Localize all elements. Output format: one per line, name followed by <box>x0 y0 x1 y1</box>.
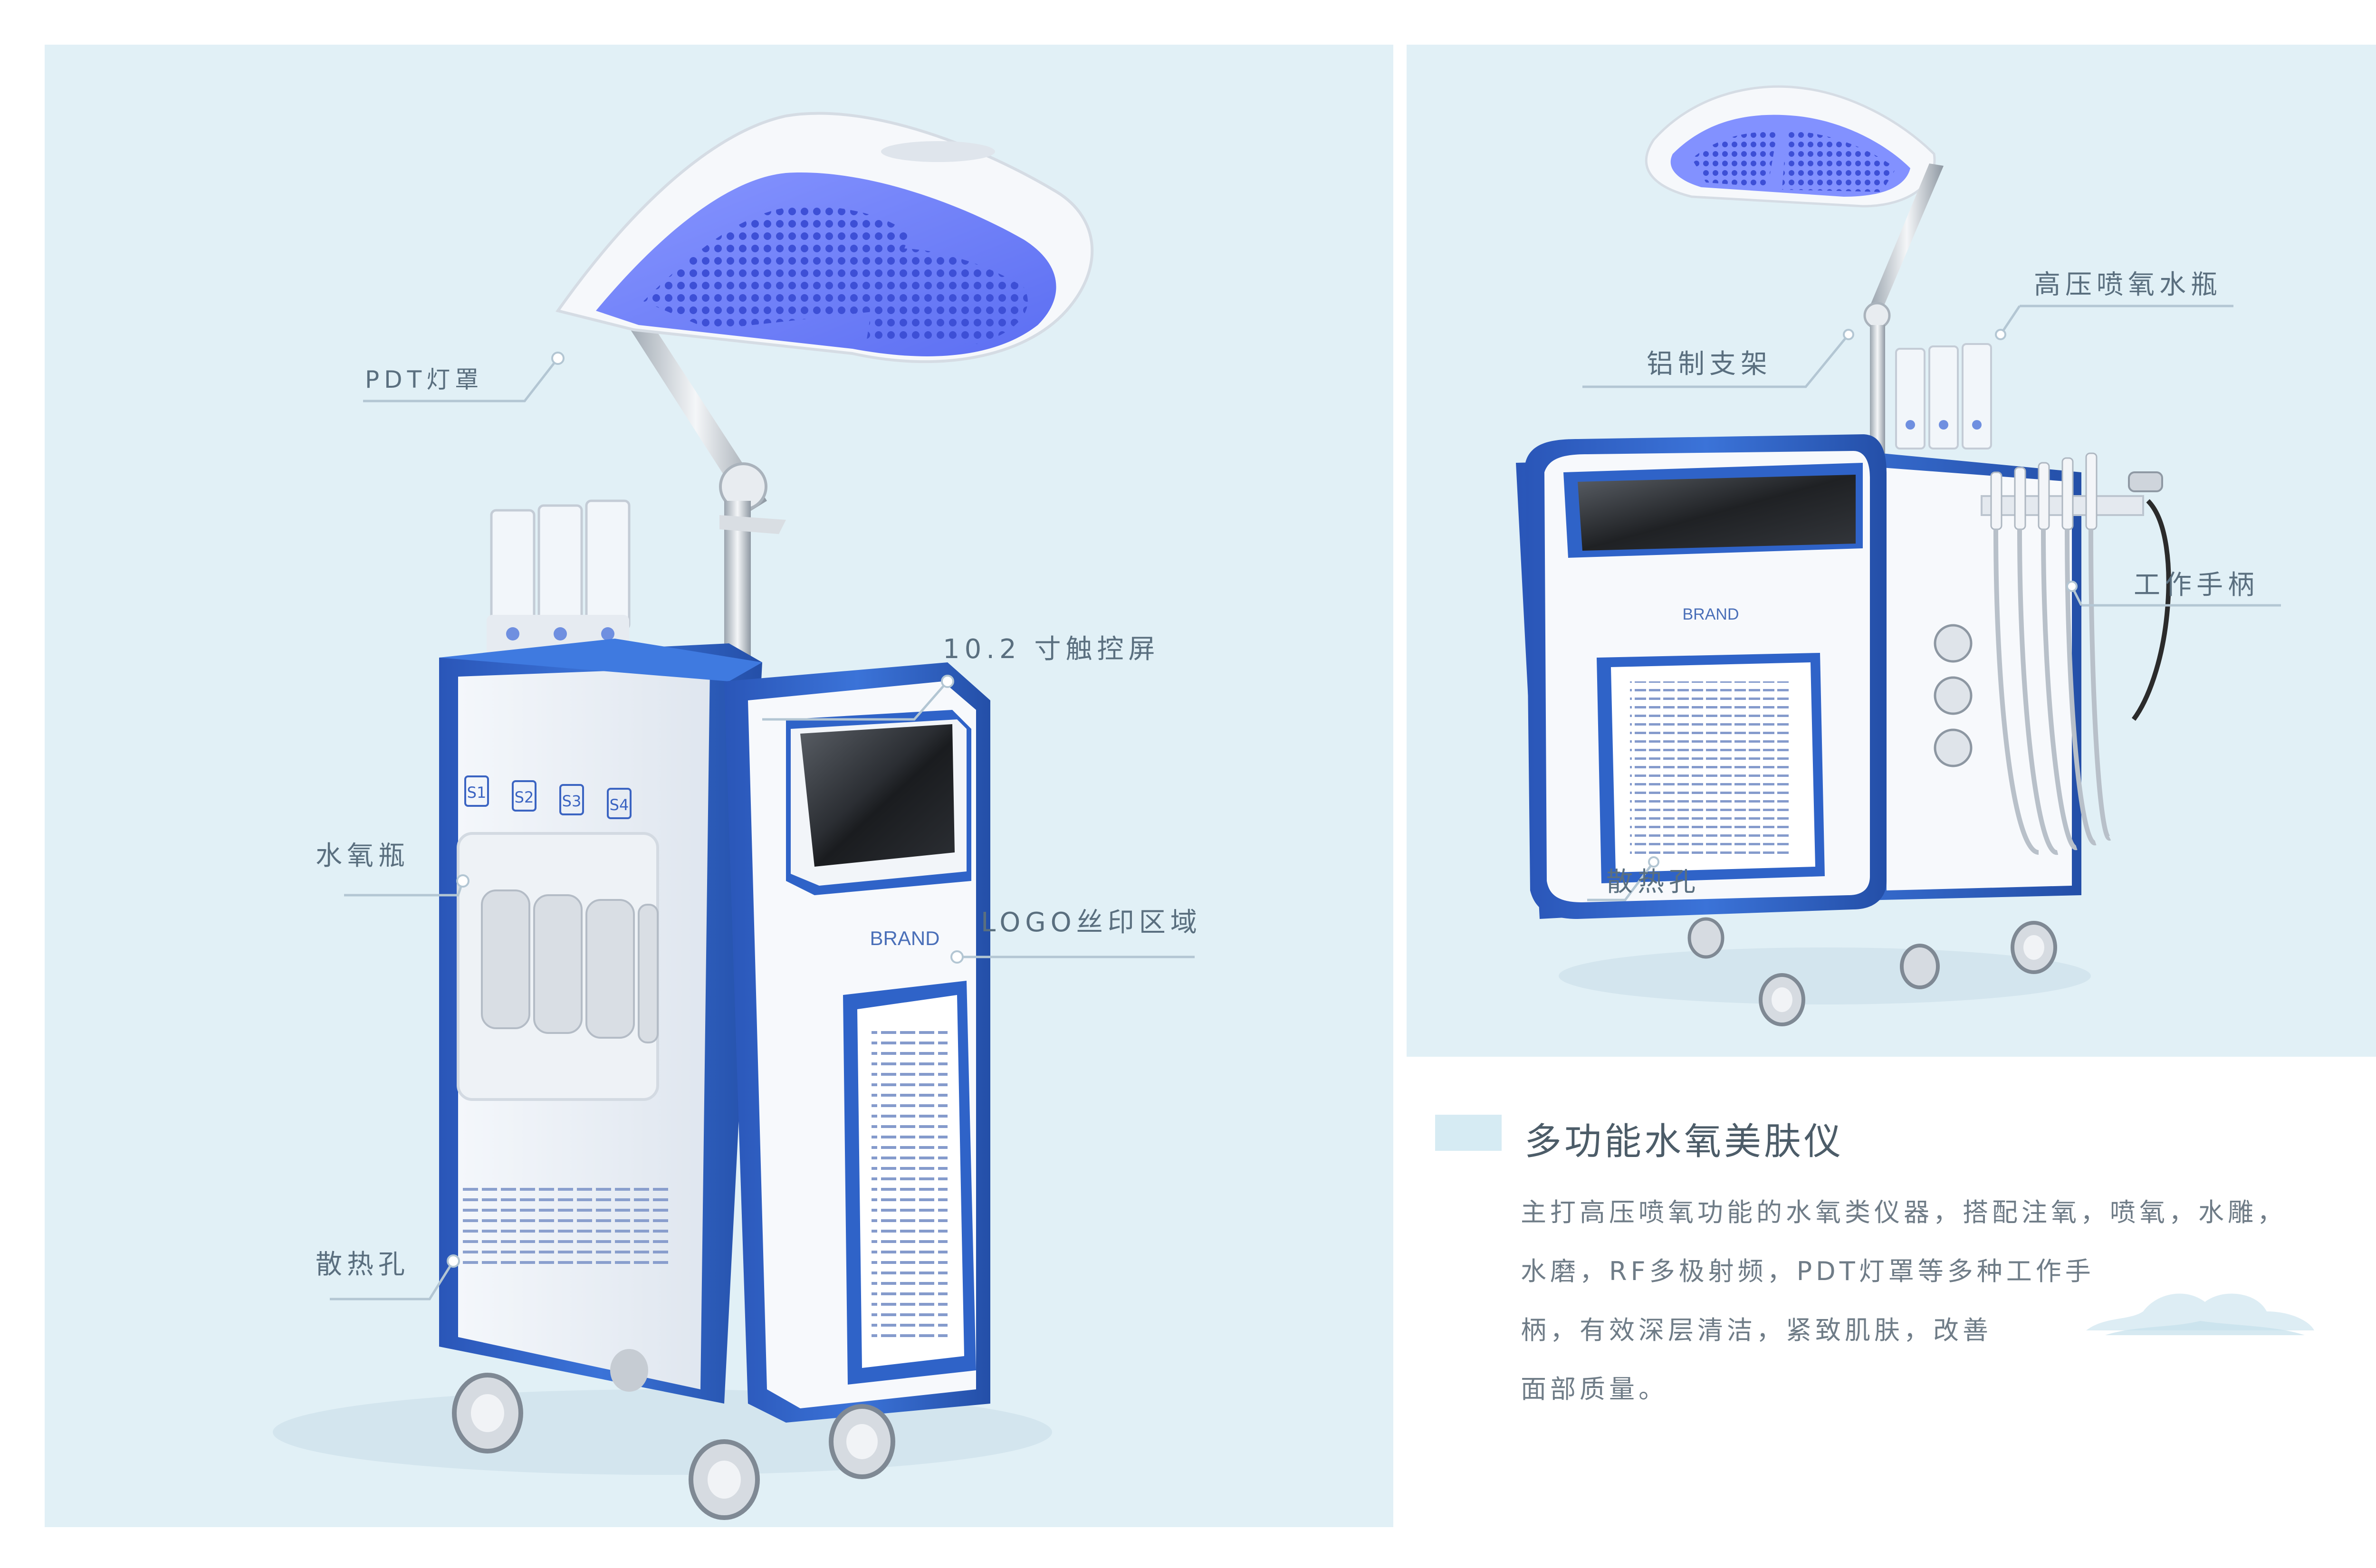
product-title: 多功能水氧美肤仪 <box>1524 1120 1844 1163</box>
decorative-cloud-icon <box>2086 1293 2314 1335</box>
callout-dots <box>447 352 964 1268</box>
bottle-tag-s4: S4 <box>610 796 629 814</box>
top-spray-bottles <box>487 499 631 658</box>
description-line-2: 水磨，RF多极射频，PDT灯罩等多种工作手 <box>1521 1256 2095 1286</box>
pdt-lamp-head <box>556 112 1094 363</box>
brand-logo-text-right: BRAND <box>1682 605 1739 623</box>
casters <box>452 1349 895 1520</box>
device-body-right: BRAND <box>1516 434 2081 919</box>
casters-right <box>1687 917 2057 1026</box>
bottle-tag-s1: S1 <box>467 784 487 802</box>
callout-dots-right <box>1648 329 2078 868</box>
brand-logo-text: BRAND <box>870 927 939 949</box>
pdt-arm <box>624 311 786 691</box>
label-aluminum-bracket: 铝制支架 <box>1647 349 1772 380</box>
label-pdt-cover: PDT灯罩 <box>365 366 484 393</box>
handpiece-rack <box>1981 452 2171 855</box>
label-logo-area: LOGO丝印区域 <box>981 907 1202 938</box>
touch-screen-right <box>1578 475 1856 551</box>
left-callout-lines <box>330 357 1195 1300</box>
label-touch-screen: 10.2 寸触控屏 <box>943 634 1160 665</box>
label-cooling-vent-left: 散热孔 <box>316 1249 410 1280</box>
label-water-oxygen-bottle: 水氧瓶 <box>316 841 410 871</box>
pdt-lamp-head-right <box>1645 85 1936 208</box>
bottle-tag-s3: S3 <box>562 792 582 810</box>
description-line-4: 面部质量。 <box>1521 1374 1668 1404</box>
label-cooling-vent-right: 散热孔 <box>1606 867 1700 898</box>
water-oxygen-bottles <box>481 889 659 1043</box>
right-product-panel: BRAND <box>1407 45 2376 1057</box>
description-line-1: 主打高压喷氧功能的水氧类仪器，搭配注氧，喷氧，水雕， <box>1521 1197 2287 1227</box>
bottle-tag-row: S1 S2 S3 S4 <box>464 775 632 819</box>
left-device-illustration: S1 S2 S3 S4 BRAND <box>273 112 1195 1520</box>
bottle-tag-s2: S2 <box>515 788 534 806</box>
description-line-3: 柄，有效深层清洁，紧致肌肤，改善 <box>1521 1315 1992 1345</box>
touch-screen-display <box>800 724 955 867</box>
title-accent-swatch <box>1435 1115 1502 1151</box>
right-device-illustration: BRAND <box>1516 85 2281 1026</box>
left-product-panel: S1 S2 S3 S4 BRAND <box>45 45 1393 1527</box>
label-handpiece: 工作手柄 <box>2134 570 2259 601</box>
front-console: BRAND <box>724 662 990 1423</box>
right-callout-lines <box>1582 305 2281 901</box>
label-high-pressure-bottle: 高压喷氧水瓶 <box>2034 269 2222 300</box>
product-description: 主打高压喷氧功能的水氧类仪器，搭配注氧，喷氧，水雕， 水磨，RF多极射频，PDT… <box>1521 1183 2376 1419</box>
high-pressure-bottles <box>1895 343 1992 449</box>
